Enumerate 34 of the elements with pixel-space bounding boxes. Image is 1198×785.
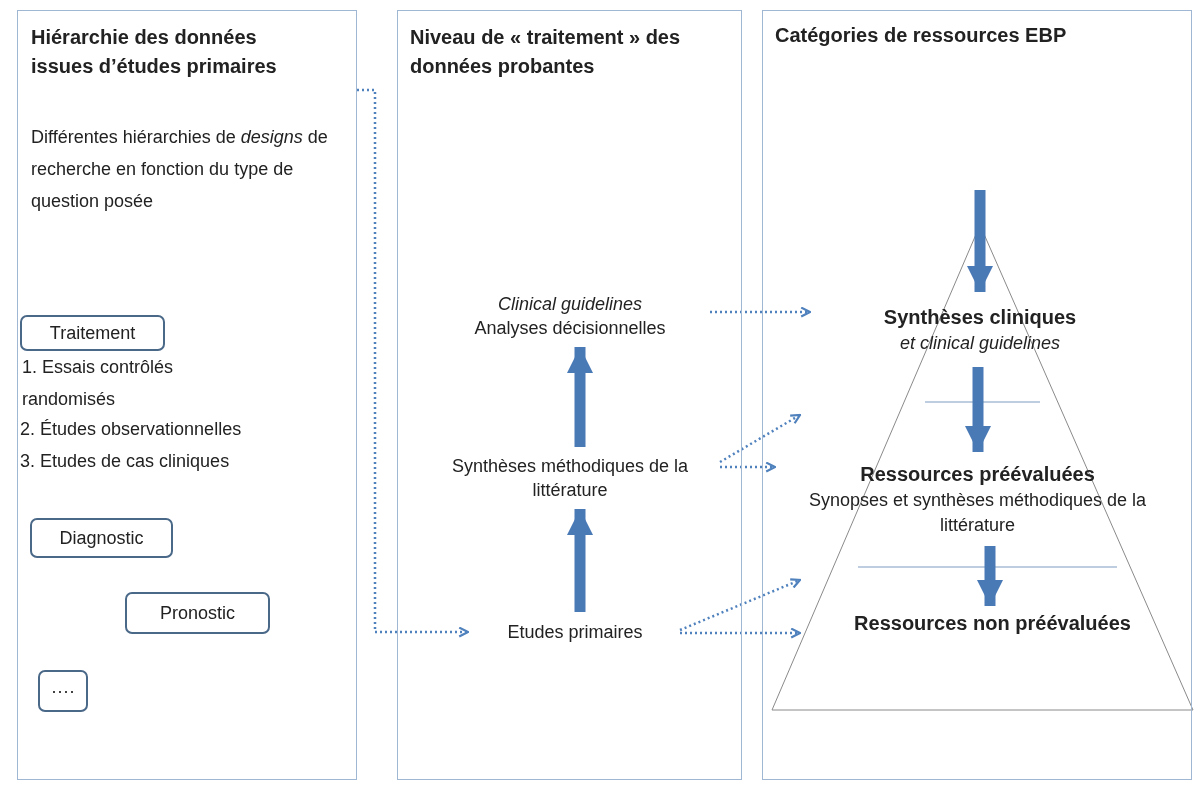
level-text: Etudes primaires bbox=[507, 620, 643, 644]
dotted-arrow bbox=[357, 88, 470, 638]
block-arrow bbox=[567, 347, 593, 447]
category-box: Traitement bbox=[20, 315, 165, 351]
category-box: Pronostic bbox=[125, 592, 270, 634]
block-arrow bbox=[977, 546, 1003, 606]
list-item: 1. Essais contrôlés randomisés bbox=[22, 356, 175, 412]
column-heading: Hiérarchie des données issues d’études primaires bbox=[31, 25, 278, 79]
dotted-arrow bbox=[719, 413, 802, 464]
resource-level-text: Ressources préévaluées bbox=[860, 462, 1095, 488]
dotted-arrow bbox=[680, 627, 802, 639]
dotted-arrow bbox=[720, 461, 777, 473]
dotted-arrow bbox=[679, 578, 802, 632]
column-heading: Catégories de ressources EBP bbox=[775, 23, 1068, 48]
description-text: Différentes hiérarchies de designs de recherche en fonction du type de question posée bbox=[31, 126, 329, 214]
list-item: 2. Études observationnelles bbox=[20, 418, 243, 441]
dotted-arrow bbox=[710, 306, 812, 318]
level-text: Analyses décisionnelles bbox=[474, 317, 666, 340]
column-heading: Niveau de « traitement » des données probantes bbox=[410, 25, 682, 79]
block-arrow bbox=[567, 509, 593, 612]
resource-level-text: Ressources non préévaluées bbox=[854, 610, 1131, 636]
block-arrow bbox=[967, 190, 993, 292]
category-box: Diagnostic bbox=[30, 518, 173, 558]
list-item: 3. Etudes de cas cliniques bbox=[20, 450, 231, 473]
resource-level-text: Synopses et synthèses méthodiques de la littérature bbox=[807, 489, 1148, 537]
level-text: Synthèses méthodiques de la littérature bbox=[450, 454, 690, 502]
category-box: ···· bbox=[38, 670, 88, 712]
block-arrow bbox=[965, 367, 991, 452]
column-panel bbox=[762, 10, 1192, 780]
resource-level-text: Synthèses cliniques bbox=[883, 304, 1077, 330]
column-panel bbox=[397, 10, 742, 780]
column-panel bbox=[17, 10, 357, 780]
resource-level-text: et clinical guidelines bbox=[899, 331, 1061, 355]
level-text: Clinical guidelines bbox=[497, 292, 643, 316]
